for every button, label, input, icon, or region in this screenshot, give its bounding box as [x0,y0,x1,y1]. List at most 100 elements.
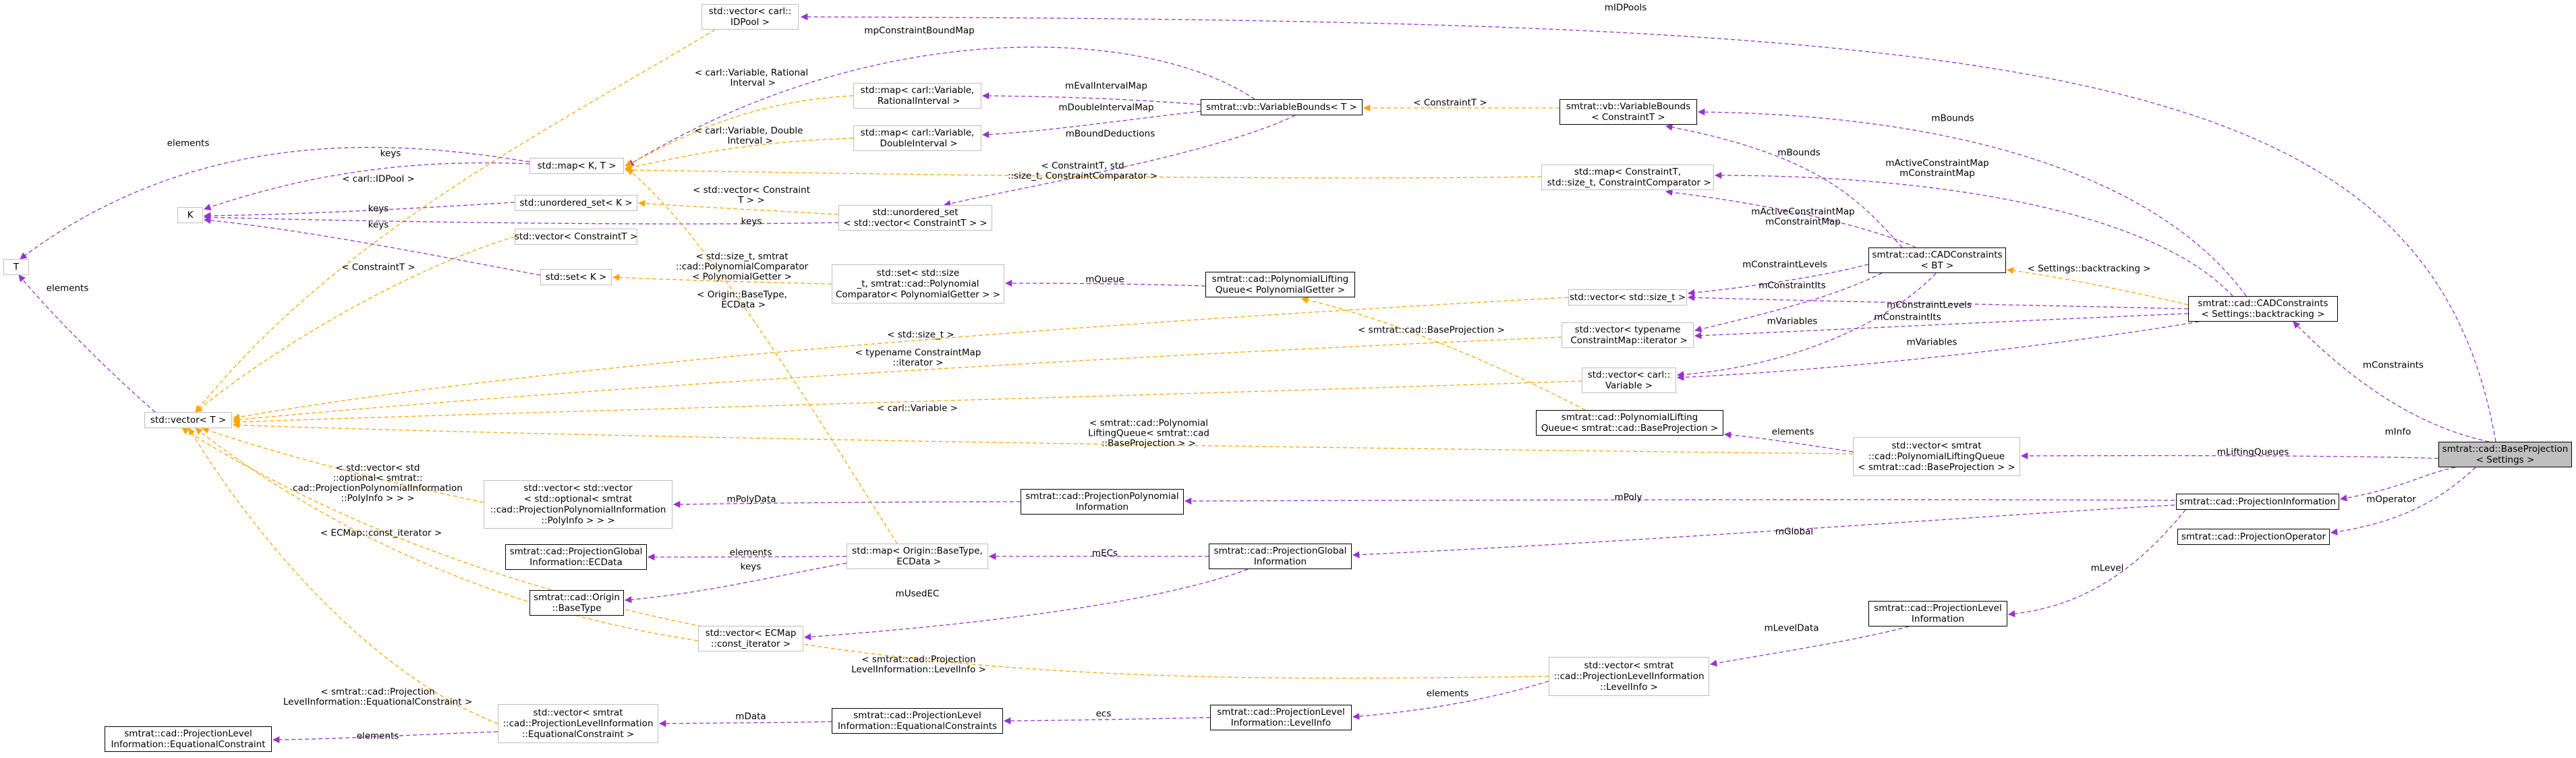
node-projection-information[interactable]: smtrat::cad::ProjectionInformation [2176,494,2339,510]
edge-elements-kt [20,146,530,260]
node-unordered-set-k[interactable]: std::unordered_set< K > [515,195,637,211]
edge-label-eqc-template: < smtrat::cad::Projection LevelInformati… [283,687,473,707]
edge-plq-template [232,421,1854,455]
edge-mevalintervalmap [981,92,1201,105]
edge-elements-eqc [272,731,498,744]
edge-keys-origin [624,562,847,604]
node-vector-ecmap-iterator[interactable]: std::vector< ECMap ::const_iterator > [698,626,803,651]
edge-label-constraintt-template: < ConstraintT > [1413,97,1487,109]
edge-label-baseprojection-template: < smtrat::cad::BaseProjection > [1358,324,1505,336]
node-map-double-interval[interactable]: std::map< carl::Variable, DoubleInterval… [853,125,981,151]
edge-label-mboundDeductions: mBoundDeductions [1065,128,1155,140]
node-cadconstraints-bt[interactable]: smtrat::cad::CADConstraints < BT > [1868,247,2006,273]
edge-double-template [624,138,854,171]
node-vector-levelinfo[interactable]: std::vector< smtrat ::cad::ProjectionLev… [1549,657,1709,696]
node-vector-idpool[interactable]: std::vector< carl:: IDPool > [702,4,799,30]
edge-polyinfo-template [202,427,484,503]
node-map-rational-interval[interactable]: std::map< carl::Variable, RationalInterv… [853,83,981,109]
edge-label-size-t-template: < std::size_t > [887,329,954,341]
node-origin-basetype[interactable]: smtrat::cad::Origin ::BaseType [529,590,624,616]
edge-label-constraintt-vector: < ConstraintT > [341,262,416,273]
node-vector-size-t[interactable]: std::vector< std::size_t > [1568,289,1687,305]
node-vector-vector-polyinfo[interactable]: std::vector< std::vector < std::optional… [484,480,672,529]
node-set-k[interactable]: std::set< K > [540,269,612,285]
edge-rational-template [625,95,854,167]
edge-label-rational-template: < carl::Variable, Rational Interval > [694,67,809,88]
edge-label-mvariables-bt: mVariables [1767,316,1818,327]
node-projection-polynomial-info[interactable]: smtrat::cad::ProjectionPolynomial Inform… [1021,489,1184,515]
edge-label-mevalintervalmap: mEvalIntervalMap [1065,80,1147,92]
node-pl-queue-getter[interactable]: smtrat::cad::PolynomialLifting Queue< Po… [1205,272,1355,297]
edge-baseprojection-template [1300,296,1586,411]
edge-mconstraintlevels-bt [1687,264,1869,297]
edge-label-minfo: mInfo [2384,426,2411,438]
node-variablebounds-constraint[interactable]: smtrat::vb::VariableBounds < ConstraintT… [1559,99,1697,125]
node-vector-carl-variable[interactable]: std::vector< carl:: Variable > [1582,368,1676,393]
edge-mconstraintits-bt [1694,272,1883,332]
edge-mconstraintlevels-settings [1687,294,2189,310]
node-variablebounds-t[interactable]: smtrat::vb::VariableBounds< T > [1201,99,1363,115]
edge-musedec [803,568,1249,641]
edge-elements-levelinfo [1352,680,1549,720]
edge-carl-variable-template [232,380,1582,426]
node-equational-constraints[interactable]: smtrat::cad::ProjectionLevel Information… [832,708,1003,734]
edge-label-ecmap-template: < ECMap::const_iterator > [320,527,442,539]
node-map-origin-ecdata[interactable]: std::map< Origin::BaseType, ECData > [847,544,988,569]
edge-label-mdata: mData [735,711,766,722]
edge-constraint-size-template [624,166,1542,179]
node-projection-level-info[interactable]: smtrat::cad::ProjectionLevel Information [1868,601,2007,626]
edge-moperator [2330,467,2476,535]
node-cadconstraints-settings[interactable]: smtrat::cad::CADConstraints < Settings::… [2188,296,2338,322]
node-vector-eq-constraint[interactable]: std::vector< smtrat ::cad::ProjectionLev… [498,704,658,743]
node-set-size-comparator[interactable]: std::set< std::size _t, smtrat::cad::Pol… [832,264,1004,303]
edge-label-mqueue: mQueue [1085,274,1124,285]
edge-label-mglobal: mGlobal [1775,526,1814,537]
edge-backtracking [2006,267,2189,305]
edge-typename-template [232,337,1562,424]
edge-label-mpolydata: mPolyData [726,494,776,505]
edge-label-musedec: mUsedEC [895,588,940,600]
node-vector-pl-queue[interactable]: std::vector< smtrat ::cad::PolynomialLif… [1853,437,2020,476]
edge-label-mconstraints: mConstraints [2362,359,2424,371]
node-pl-queue-baseprojection[interactable]: smtrat::cad::PolynomialLifting Queue< sm… [1536,410,1723,436]
edge-vector-constraint-template [637,200,839,215]
node-unordered-set-vector[interactable]: std::unordered_set < std::vector< Constr… [838,205,992,231]
edge-levelinfo-template [181,428,1549,679]
edge-eqc-template [188,428,498,724]
node-vector-typename[interactable]: std::vector< typename ConstraintMap::ite… [1562,322,1694,348]
edge-elements-ecdata [647,553,847,561]
node-k[interactable]: K [177,207,203,223]
edge-mpoly [1184,497,2189,505]
edge-keys-uset [203,202,515,220]
node-map-constraint-size[interactable]: std::map< ConstraintT, std::size_t, Cons… [1541,165,1714,190]
edge-label-backtracking: < Settings::backtracking > [2027,263,2151,274]
edge-label-mconstraintits-settings: mConstraintIts [1874,312,1941,323]
edge-label-keys-set: keys [368,219,389,231]
node-map-k-t[interactable]: std::map< K, T > [529,158,624,174]
node-t[interactable]: T [3,259,29,275]
edge-keys-uset-vector [203,214,839,225]
edge-mvariables-bt [1676,272,1937,378]
edge-label-midpools: mIDPools [1604,2,1647,13]
node-ecdata[interactable]: smtrat::cad::ProjectionGlobal Informatio… [505,544,647,570]
edge-label-polyinfo-template: < std::vector< std ::optional< smtrat:: … [293,463,463,504]
edge-label-mbounds-settings: mBounds [1931,113,1974,124]
node-projection-operator[interactable]: smtrat::cad::ProjectionOperator [2177,529,2330,545]
edge-mactive-settings [1714,171,2233,297]
edge-label-constraint-size-template: < ConstraintT, std ::size_t, ConstraintC… [1007,161,1158,181]
node-vector-t[interactable]: std::vector< T > [144,412,232,428]
node-levelinfo[interactable]: smtrat::cad::ProjectionLevel Information… [1210,705,1352,730]
edge-label-double-template: < carl::Variable, Double Interval > [694,125,803,146]
node-base-projection[interactable]: smtrat::cad::BaseProjection < Settings > [2438,442,2572,467]
edge-label-mpoly: mPoly [1614,492,1642,503]
edge-elements-plq [1723,431,1854,453]
edge-label-size-polycomparator-template: < std::size_t, smtrat ::cad::PolynomialC… [675,251,809,283]
node-vector-constraint[interactable]: std::vector< ConstraintT > [515,229,637,245]
edge-label-carl-variable-template: < carl::Variable > [877,403,958,414]
node-equational-constraint[interactable]: smtrat::cad::ProjectionLevel Information… [105,726,272,752]
edge-label-mactive-bt: mActiveConstraintMap mConstraintMap [1751,206,1855,227]
edge-elements-vector-t [18,274,156,413]
edge-label-ecs: ecs [1095,708,1112,720]
node-projection-global-info[interactable]: smtrat::cad::ProjectionGlobal Informatio… [1209,544,1352,569]
